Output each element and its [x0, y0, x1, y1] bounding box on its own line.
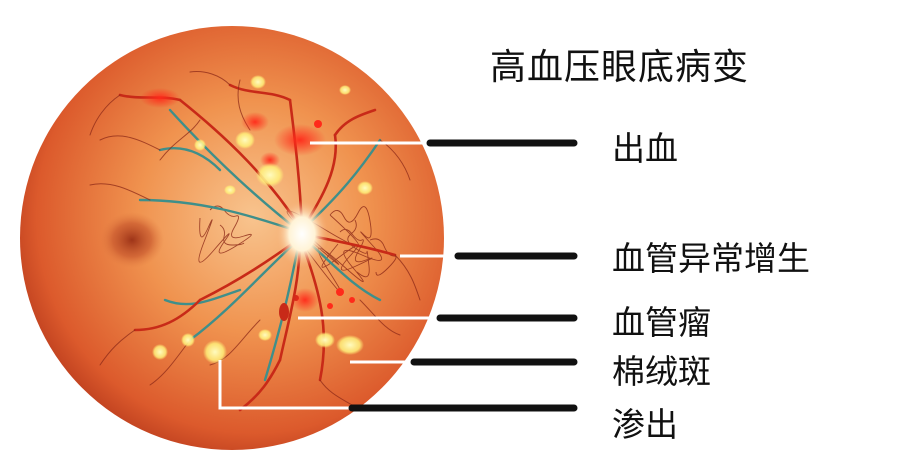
- optic-disc: [276, 200, 328, 268]
- diagram-title: 高血压眼底病变: [490, 47, 750, 88]
- fundus: [20, 26, 444, 450]
- label-aneurysm: 血管瘤: [612, 303, 711, 342]
- hemorrhage-spots: [140, 88, 355, 312]
- leader-connectors: [218, 141, 456, 410]
- label-cotton-wool-spot: 棉绒斑: [612, 352, 711, 391]
- label-hemorrhage: 出血: [612, 129, 678, 168]
- leader-lines: [348, 139, 578, 412]
- label-neovascularization: 血管异常增生: [612, 239, 810, 278]
- cotton-wool-spots: [152, 75, 373, 364]
- label-exudate: 渗出: [612, 405, 678, 444]
- macula: [100, 212, 164, 268]
